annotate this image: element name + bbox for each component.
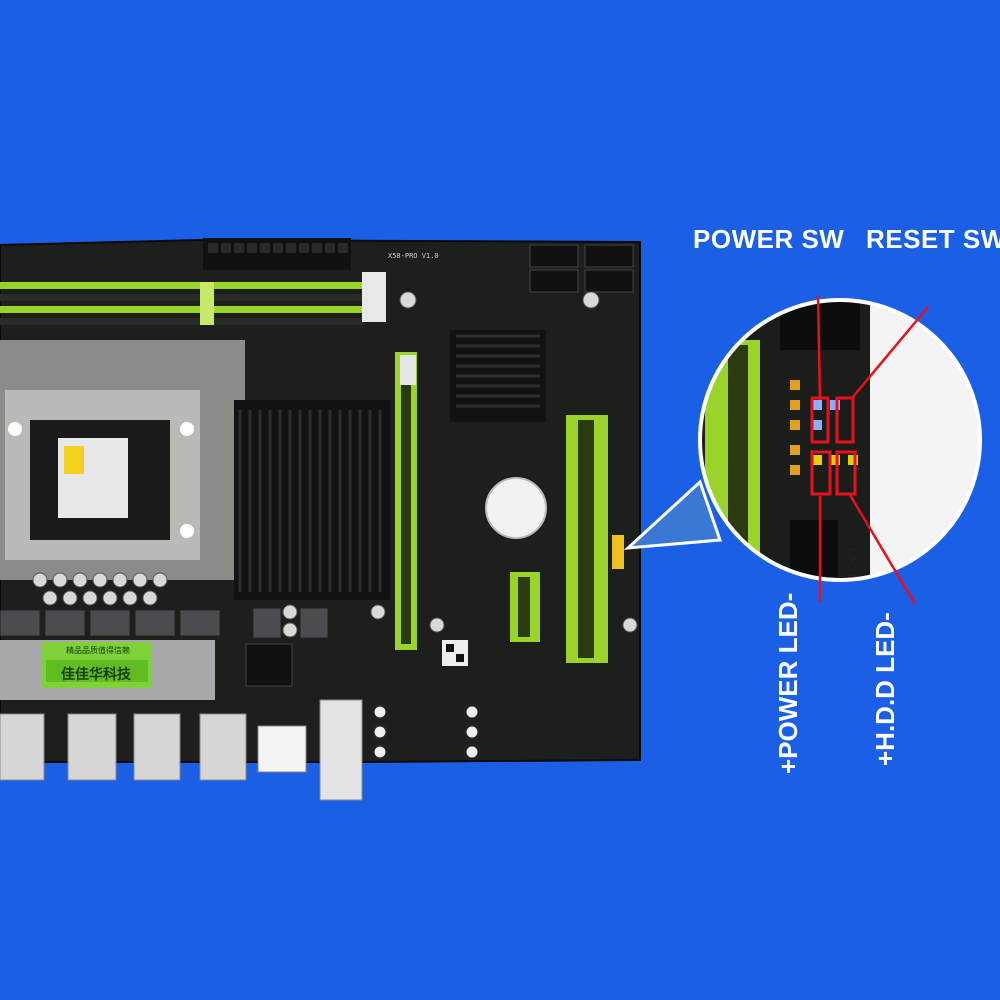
heatsink-icon	[234, 400, 390, 600]
vrm-chokes	[0, 607, 329, 639]
board-banner: 佳佳华科技	[61, 667, 131, 683]
zoom-header-label: LPC_DEBUG	[845, 548, 858, 608]
qr-code	[442, 640, 468, 666]
atx-power-connector	[203, 238, 351, 270]
hdd-led-pins	[835, 450, 857, 496]
power-sw-label: POWER SW	[693, 224, 845, 254]
front-panel-header	[612, 535, 624, 569]
reset-sw-pins	[835, 396, 855, 444]
hdd-led-label: +H.D.D LED-	[870, 612, 900, 766]
zoom-callout: LPC_DEBUG	[700, 300, 980, 608]
southbridge-heatsink	[450, 330, 546, 422]
power-led-label: +POWER LED-	[773, 592, 803, 774]
usb-port-icon	[0, 699, 363, 801]
zoom-circle-border	[698, 298, 982, 582]
reset-sw-label: RESET SW	[866, 224, 1000, 254]
pointer-lines	[816, 295, 929, 605]
sata-ports	[529, 244, 634, 293]
memory-slots	[0, 272, 386, 325]
callout-pointer	[628, 482, 720, 548]
board-revision: X58-PRO V1.0	[388, 252, 439, 260]
motherboard	[0, 238, 641, 801]
vrm-heatsink	[0, 640, 215, 700]
cpu-power-connector	[245, 643, 293, 687]
board-banner-sub: 精品品质值得信赖	[66, 646, 130, 655]
cpu-socket	[0, 340, 245, 580]
battery-icon	[485, 477, 547, 539]
pcie-slots	[395, 352, 608, 663]
power-led-pins	[810, 450, 832, 496]
audio-jacks	[371, 703, 481, 761]
capacitors	[32, 291, 638, 638]
